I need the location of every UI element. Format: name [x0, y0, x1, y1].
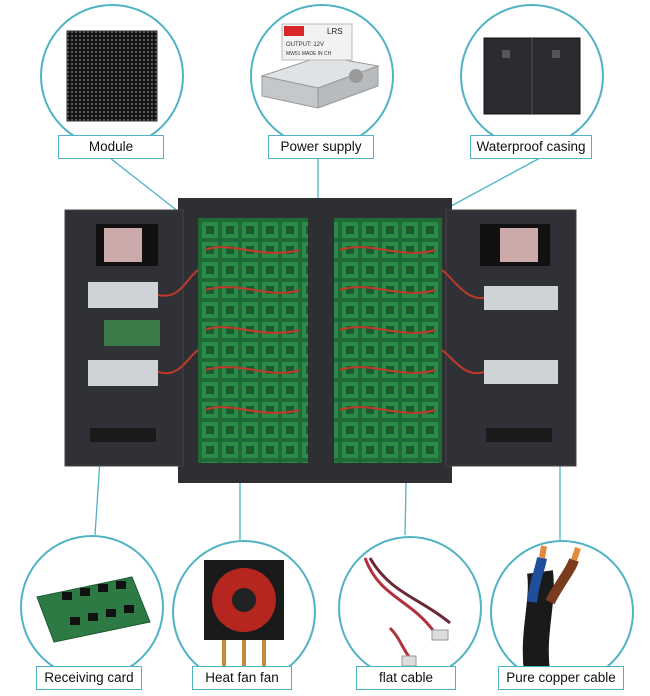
psu-brand-text: LRS	[327, 27, 343, 36]
receiving-card-image	[36, 576, 151, 643]
receiving-card-label: Receiving card	[36, 666, 142, 690]
heat-fan-image	[204, 560, 284, 668]
psu-right-bottom	[484, 360, 558, 384]
flat-cable-label: flat cable	[356, 666, 456, 690]
right-handle	[486, 428, 552, 442]
copper-cable-image	[522, 545, 581, 674]
receiving-card-board	[104, 320, 160, 346]
heat-fan-image-circle	[172, 540, 316, 684]
psu-origin-text: MW51 MADE IN CH	[286, 51, 332, 57]
waterproof-casing-connector	[439, 157, 541, 213]
power-supply-image-circle: LRS OUTPUT: 12V MW51 MADE IN CH	[250, 4, 394, 148]
flat-cable-image-circle	[338, 536, 482, 680]
heat-fan-label: Heat fan fan	[192, 666, 292, 690]
waterproof-casing-image	[483, 37, 581, 115]
flat-cable-image	[363, 557, 451, 667]
power-supply-label: Power supply	[268, 135, 374, 159]
left-handle	[90, 428, 156, 442]
psu-output-text: OUTPUT: 12V	[286, 42, 324, 48]
copper-cable-label: Pure copper cable	[498, 666, 624, 690]
waterproof-casing-image-circle	[460, 4, 604, 148]
psu-left-bottom	[88, 360, 158, 386]
right-fan	[500, 228, 538, 262]
psu-right-top	[484, 286, 558, 310]
receiving-card-image-circle	[20, 535, 164, 679]
copper-cable-image-circle	[490, 540, 634, 684]
module-panel-left	[198, 218, 308, 463]
power-supply-image: LRS OUTPUT: 12V MW51 MADE IN CH	[260, 23, 380, 109]
psu-left-top	[88, 282, 158, 308]
led-module-image	[66, 30, 158, 122]
module-panel-right	[334, 218, 442, 463]
module-label: Module	[58, 135, 164, 159]
module-image-circle	[40, 4, 184, 148]
waterproof-casing-label: Waterproof casing	[470, 135, 592, 159]
left-fan	[104, 228, 142, 262]
module-cables	[204, 246, 437, 414]
